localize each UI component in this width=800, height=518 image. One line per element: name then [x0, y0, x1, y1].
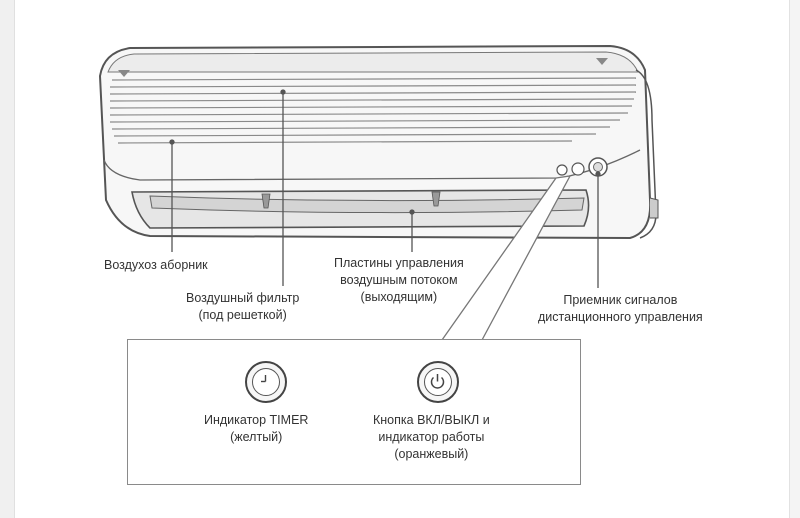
airflow-louver [149, 195, 585, 214]
corner-mark-right [596, 58, 608, 65]
top-panel [107, 51, 639, 73]
wall-mount [649, 197, 659, 219]
clock-icon [252, 368, 280, 396]
label-airflow-plates: Пластины управления воздушным потоком (в… [334, 255, 464, 306]
power-indicator [417, 361, 459, 403]
label-airflow-plates-line2: воздушным потоком [340, 273, 458, 287]
power-icon [424, 368, 452, 396]
power-button-label-line1: Кнопка ВКЛ/ВЫКЛ и [373, 413, 490, 427]
corner-mark-left [118, 70, 130, 77]
label-air-filter-line1: Воздушный фильтр [186, 291, 300, 305]
louver-clip-1 [261, 193, 271, 209]
timer-indicator-label: Индикатор TIMER (желтый) [204, 412, 308, 446]
label-air-filter-line2: (под решеткой) [198, 308, 287, 322]
left-page-edge [0, 0, 15, 518]
label-remote-receiver: Приемник сигналов дистанционного управле… [538, 292, 703, 326]
label-air-intake: Воздухоз аборник [104, 257, 208, 274]
timer-led [556, 164, 568, 176]
indicator-detail-panel: Индикатор TIMER (желтый) Кнопка ВКЛ/ВЫКЛ… [127, 339, 581, 485]
right-page-edge [789, 0, 800, 518]
label-remote-receiver-line1: Приемник сигналов [563, 293, 678, 307]
power-button-label-line2: индикатор работы [378, 430, 485, 444]
label-air-filter: Воздушный фильтр (под решеткой) [186, 290, 299, 324]
timer-indicator-label-line2: (желтый) [230, 430, 283, 444]
louver-clip-2 [431, 191, 441, 207]
power-button-label: Кнопка ВКЛ/ВЫКЛ и индикатор работы (оран… [373, 412, 490, 463]
power-led [571, 162, 585, 176]
timer-indicator-label-line1: Индикатор TIMER [204, 413, 309, 427]
unit-right-side [635, 69, 657, 239]
intake-grille [109, 77, 637, 144]
label-remote-receiver-line2: дистанционного управления [538, 310, 703, 324]
timer-indicator [245, 361, 287, 403]
label-airflow-plates-line1: Пластины управления [334, 256, 464, 270]
label-air-intake-text: Воздухоз аборник [104, 258, 208, 272]
label-airflow-plates-line3: (выходящим) [360, 290, 438, 304]
remote-sensor-inner [593, 162, 603, 172]
power-button-label-line3: (оранжевый) [394, 447, 469, 461]
